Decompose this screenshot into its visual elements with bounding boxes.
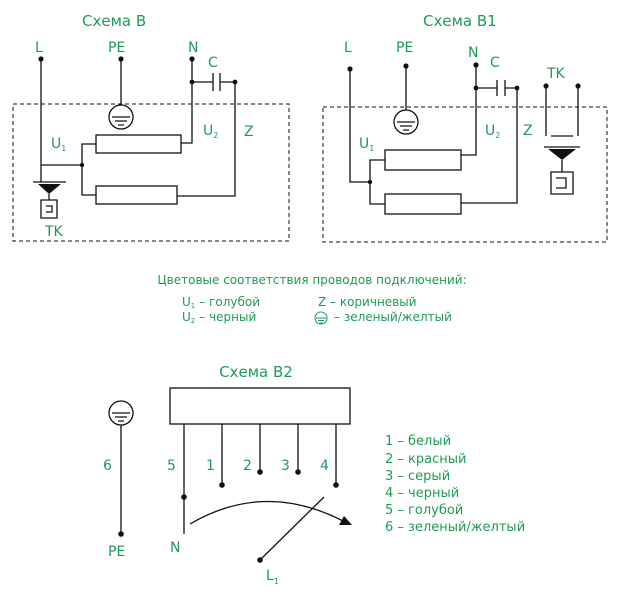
schema-b2-terminal-pe bbox=[118, 531, 124, 537]
schema-b1-label-u2: U2 bbox=[485, 123, 500, 140]
schema-b1-label-u1: U1 bbox=[359, 136, 374, 153]
schema-b2-switch-lever bbox=[259, 496, 325, 561]
schema-b1-thermal-protector bbox=[544, 146, 580, 195]
legend-heading: Цветовые соответствия проводов подключен… bbox=[157, 273, 466, 287]
schema-b2-motor-box bbox=[169, 387, 351, 425]
schema-b-junction bbox=[79, 162, 85, 168]
schema-b1-title: Схема В1 bbox=[423, 12, 497, 30]
schema-b1-label-z: Z bbox=[523, 123, 533, 139]
schema-b2-terminal-3 bbox=[295, 469, 301, 475]
legend-u2: U2– черный bbox=[182, 310, 256, 325]
schema-b2-terminal-l1 bbox=[257, 557, 263, 563]
schema-b2-ground-icon bbox=[108, 400, 134, 426]
legend-u1: U1– голубой bbox=[182, 295, 260, 310]
schema-b1: Схема В1 L PE N C TK Z U1 U2 bbox=[322, 12, 608, 243]
schema-b2-terminal-label-1: 1 bbox=[206, 458, 215, 474]
schema-b1-junction bbox=[367, 179, 373, 185]
schema-b2-terminal-label-3: 3 bbox=[281, 458, 290, 474]
schema-b-label-u2: U2 bbox=[203, 123, 218, 140]
schema-b1-wire-n bbox=[461, 65, 477, 156]
schema-b1-wire-tk bbox=[545, 86, 579, 137]
schema-b2-arrow-icon bbox=[339, 516, 352, 525]
schema-b-wire-u1 bbox=[41, 143, 96, 196]
wire-color-2: 2 – красный bbox=[385, 452, 466, 467]
schema-b-housing bbox=[12, 103, 290, 242]
schema-b1-label-n: N bbox=[468, 45, 478, 61]
schema-b2-pe-label: PE bbox=[108, 544, 125, 560]
color-legend: Цветовые соответствия проводов подключен… bbox=[157, 273, 466, 325]
legend-ground: – зеленый/желтый bbox=[334, 310, 452, 324]
schema-b2-terminal-label-5: 5 bbox=[167, 458, 176, 474]
schema-b1-winding-main bbox=[384, 149, 462, 171]
schema-b2-terminal-1 bbox=[219, 482, 225, 488]
schema-b1-label-l: L bbox=[344, 40, 352, 56]
schema-b-label-pe: PE bbox=[108, 40, 125, 56]
schema-b-capacitor bbox=[192, 73, 235, 91]
wire-color-4: 4 – черный bbox=[385, 486, 459, 501]
wire-color-1: 1 – белый bbox=[385, 434, 451, 449]
schema-b-winding-aux bbox=[95, 185, 178, 205]
schema-b-label-l: L bbox=[35, 40, 43, 56]
schema-b2-terminal-4 bbox=[333, 482, 339, 488]
schema-b-label-n: N bbox=[188, 40, 198, 56]
schema-b2: Схема В2 6 PE 5 1 2 3 4 N bbox=[103, 363, 525, 586]
schema-b1-label-pe: PE bbox=[396, 40, 413, 56]
schema-b2-title: Схема В2 bbox=[219, 363, 293, 381]
schema-b1-capacitor bbox=[476, 80, 517, 96]
legend-ground-icon bbox=[314, 311, 328, 325]
schema-b-thermal-protector bbox=[33, 181, 66, 219]
schema-b1-label-c: C bbox=[490, 55, 500, 71]
schema-b-wire-z bbox=[177, 82, 236, 197]
schema-b2-n-label: N bbox=[170, 540, 180, 556]
schema-b2-terminal-label-4: 4 bbox=[320, 458, 329, 474]
schema-b-label-c: C bbox=[208, 55, 218, 71]
schema-b-winding-main bbox=[95, 134, 182, 154]
wire-color-5: 5 – голубой bbox=[385, 503, 463, 518]
schema-b-wire-n bbox=[181, 59, 193, 144]
schema-b2-selector-arc bbox=[189, 500, 346, 525]
schema-b: Схема В L PE N C Z U1 U2 TK bbox=[12, 12, 290, 242]
schema-b-label-tk: TK bbox=[44, 224, 64, 240]
schema-b-label-u1: U1 bbox=[51, 136, 66, 153]
schema-b1-winding-aux bbox=[384, 193, 462, 215]
schema-b2-pe-num: 6 bbox=[103, 458, 112, 474]
schema-b2-terminal-label-2: 2 bbox=[243, 458, 252, 474]
schema-b1-label-tk: TK bbox=[546, 66, 566, 82]
legend-z: Z – коричневый bbox=[318, 295, 417, 309]
schema-b1-ground-icon bbox=[393, 109, 419, 135]
wire-color-6: 6 – зеленый/желтый bbox=[385, 520, 525, 535]
wire-color-3: 3 – серый bbox=[385, 469, 450, 484]
schema-b1-housing bbox=[322, 106, 608, 243]
schema-b-label-z: Z bbox=[244, 124, 254, 140]
schema-b2-terminal-2 bbox=[257, 469, 263, 475]
schema-b1-wire-z bbox=[461, 88, 518, 204]
schema-b-ground-icon bbox=[108, 104, 134, 130]
schema-b2-l1-label: L1 bbox=[266, 568, 279, 586]
schema-b-title: Схема В bbox=[82, 12, 146, 30]
